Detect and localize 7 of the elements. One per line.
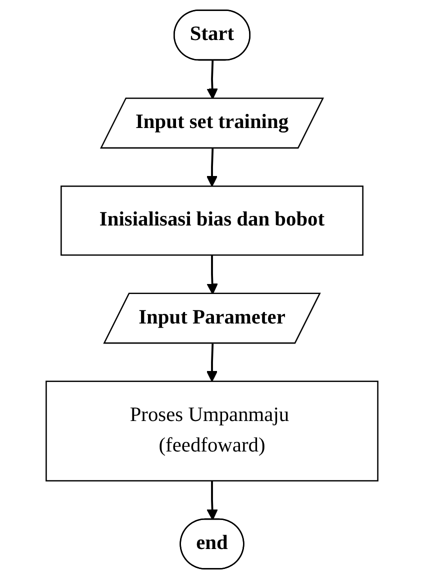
arrow	[206, 60, 218, 100]
arrow	[206, 480, 218, 520]
node-box: Inisialisasi bias dan bobot	[60, 186, 364, 256]
arrow	[206, 255, 218, 294]
arrow	[206, 148, 218, 187]
arrow	[206, 344, 218, 382]
node-box: Proses Umpanmaju (feedfoward)	[46, 380, 378, 482]
